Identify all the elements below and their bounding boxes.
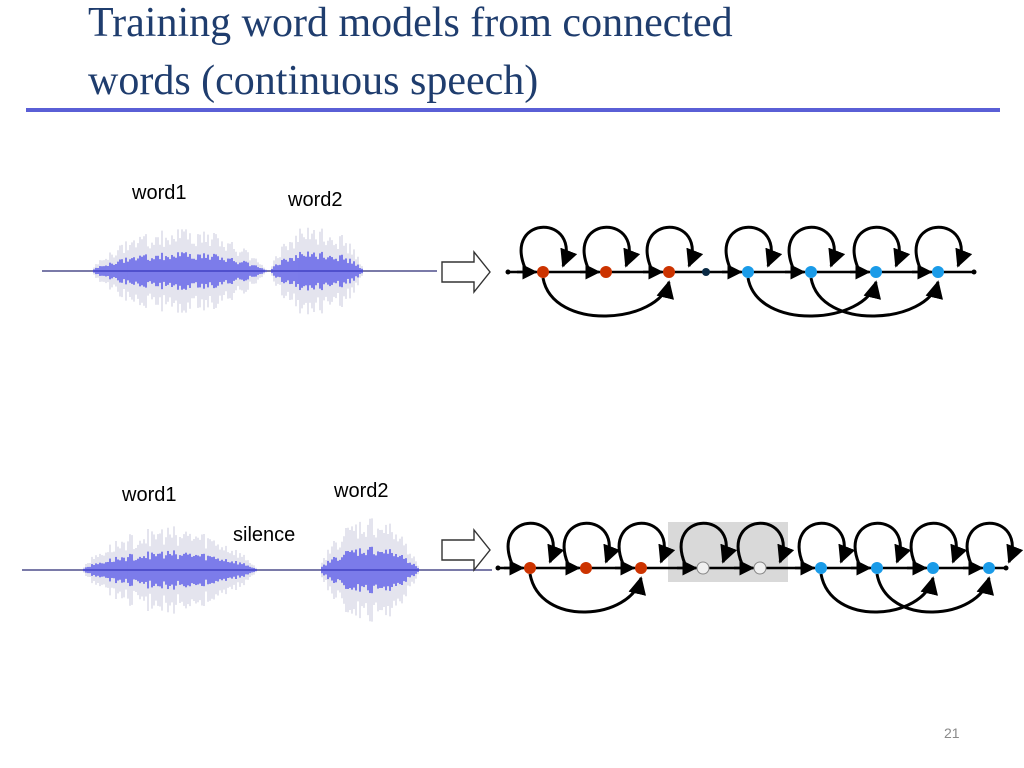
self-loop-arrow	[617, 521, 676, 565]
word-join-node	[702, 268, 710, 276]
hmm-state-icon	[663, 266, 675, 278]
bottom-waveform-word1	[83, 526, 257, 614]
title-underline	[26, 108, 1000, 112]
self-loop-arrow	[562, 521, 621, 565]
chain-endpoint	[505, 269, 511, 275]
bottom-word2-label: word2	[334, 480, 389, 502]
hmm-state-icon	[805, 266, 817, 278]
self-loop-arrow	[679, 521, 738, 565]
hmm-state-icon	[983, 562, 995, 574]
right-block-arrow-icon	[441, 250, 491, 294]
hmm-state-icon	[871, 562, 883, 574]
hmm-state-icon	[870, 266, 882, 278]
self-loop-arrow	[909, 521, 968, 565]
hmm-state-icon	[600, 266, 612, 278]
silence-label: silence	[233, 524, 296, 546]
top-word1-label: word1	[132, 182, 187, 204]
self-loop-arrow	[965, 521, 1024, 565]
title-line-1: Training word models from connected	[88, 0, 733, 46]
hmm-state-icon	[580, 562, 592, 574]
hmm-state-icon	[537, 266, 549, 278]
hmm-state-icon	[696, 561, 710, 575]
bottom-waveform-icon	[22, 518, 492, 622]
page-number: 21	[944, 725, 960, 741]
hmm-state-icon	[742, 266, 754, 278]
self-loop-arrow	[519, 225, 578, 269]
skip-arrow	[528, 573, 646, 614]
self-loop-arrow	[645, 225, 704, 269]
hmm-state-icon	[815, 562, 827, 574]
bottom-waveform-word2	[321, 518, 419, 622]
skip-arrow	[746, 277, 881, 318]
skip-arrow	[541, 277, 674, 318]
top-waveform-word1	[93, 229, 267, 313]
hmm-state-icon	[753, 561, 767, 575]
self-loop-arrow	[724, 225, 783, 269]
top-word2-label: word2	[288, 189, 343, 211]
chain-endpoint	[1003, 565, 1009, 571]
self-loop-arrow	[853, 521, 912, 565]
self-loop-arrow	[797, 521, 856, 565]
bottom-word1-label: word1	[122, 484, 177, 506]
title-line-2: words (continuous speech)	[88, 58, 539, 104]
self-loop-arrow	[582, 225, 641, 269]
skip-arrow	[819, 573, 938, 614]
skip-arrow	[875, 573, 994, 614]
top-hmm-chain	[505, 225, 977, 318]
skip-arrow	[809, 277, 943, 318]
self-loop-arrow	[914, 225, 973, 269]
self-loop-arrow	[787, 225, 846, 269]
self-loop-arrow	[852, 225, 911, 269]
chain-endpoint	[495, 565, 501, 571]
self-loop-arrow	[736, 521, 795, 565]
hmm-state-icon	[524, 562, 536, 574]
right-block-arrow-icon	[441, 528, 491, 572]
hmm-state-icon	[927, 562, 939, 574]
self-loop-arrow	[506, 521, 565, 565]
hmm-state-icon	[932, 266, 944, 278]
top-waveform-icon	[42, 227, 437, 315]
slide-title: Training word models from connected word…	[88, 0, 988, 110]
bottom-hmm-chain	[495, 521, 1024, 614]
top-waveform-word2	[271, 227, 363, 315]
chain-endpoint	[971, 269, 977, 275]
hmm-state-icon	[635, 562, 647, 574]
